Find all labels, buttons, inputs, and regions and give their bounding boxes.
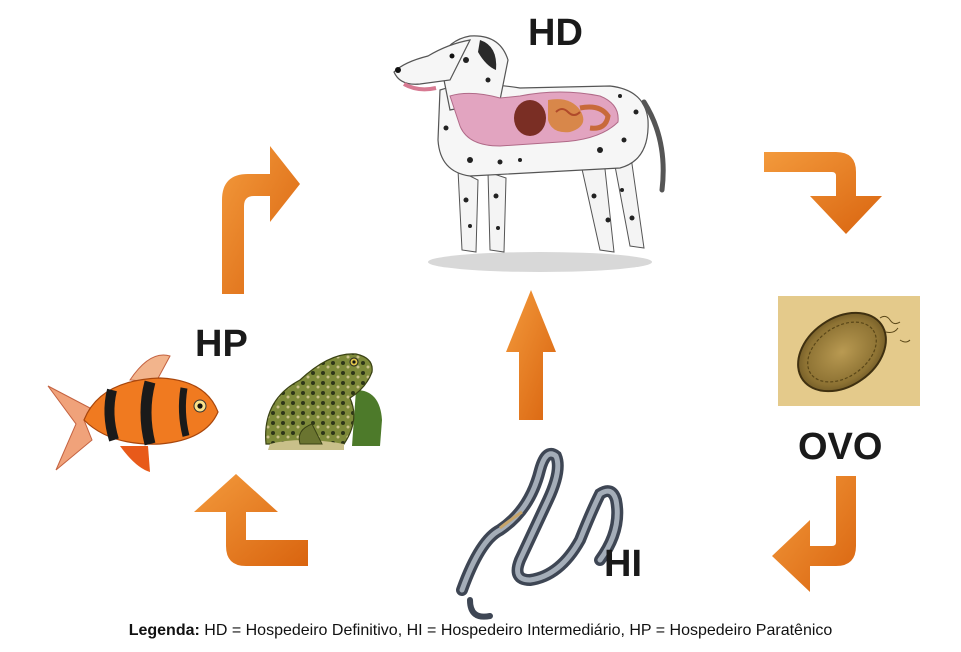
hd-label: HD (528, 14, 583, 52)
arrow-ovo-to-hi (772, 476, 856, 592)
hi-label: HI (604, 545, 642, 583)
arrow-hp-to-hd (222, 146, 300, 294)
egg-micrograph (778, 296, 920, 407)
ovo-label: OVO (798, 428, 882, 466)
dog-illustration (394, 36, 663, 272)
legend: Legenda: HD = Hospedeiro Definitivo, HI … (0, 622, 961, 640)
hp-label: HP (195, 325, 248, 363)
arrow-hi-to-hd (506, 290, 556, 420)
arrow-hd-to-ovo (764, 152, 882, 234)
worm-illustration (462, 454, 617, 617)
legend-title: Legenda: (129, 622, 200, 639)
frog-illustration (266, 354, 382, 450)
fish-illustration (48, 355, 218, 472)
legend-text: HD = Hospedeiro Definitivo, HI = Hospede… (200, 622, 832, 639)
arrow-hi-to-hp (194, 474, 308, 566)
